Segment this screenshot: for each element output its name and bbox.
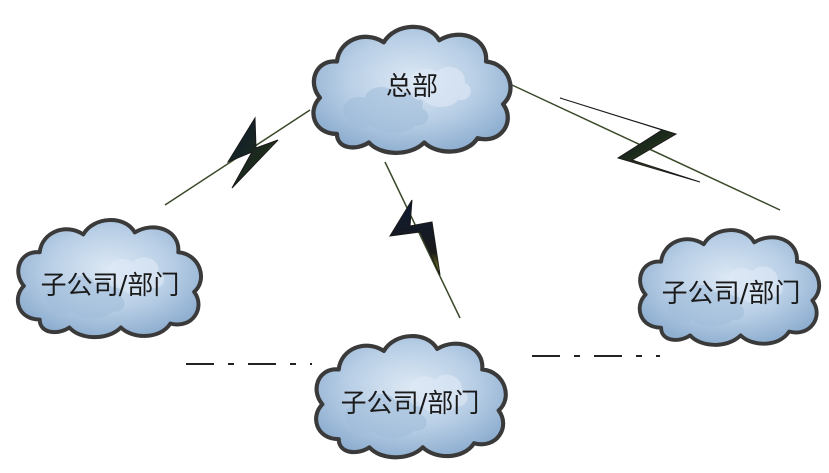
hq-label: 总部 [386,72,438,102]
branch-cloud-left: 子公司/部门 [18,220,201,337]
branch-center-label: 子公司/部门 [341,389,480,419]
link-hq-left-branch [164,109,311,206]
branch-cloud-right: 子公司/部门 [640,230,819,345]
branch-left-label: 子公司/部门 [41,271,180,301]
hq-cloud: 总部 [313,27,510,153]
branch-right-label: 子公司/部门 [662,279,801,309]
link-hq-right-branch [511,84,781,211]
link-hq-center-branch [384,161,461,319]
branch-cloud-center: 子公司/部门 [316,336,506,457]
